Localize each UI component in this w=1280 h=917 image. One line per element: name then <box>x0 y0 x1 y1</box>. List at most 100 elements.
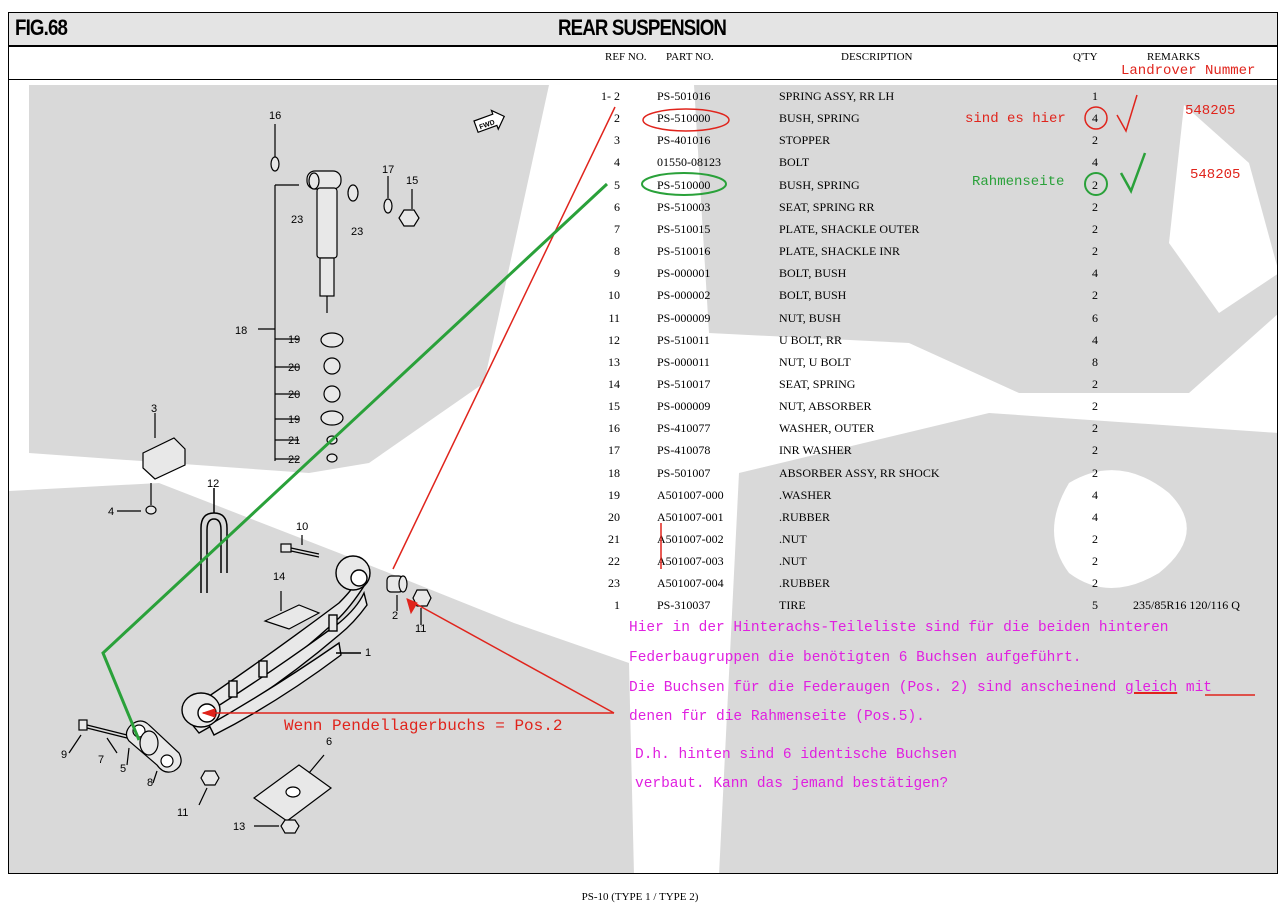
callout: 16 <box>269 110 281 122</box>
page-footer: PS-10 (TYPE 1 / TYPE 2) <box>581 891 699 903</box>
ref-cell: 20 <box>608 509 620 524</box>
description-cell: BOLT, BUSH <box>779 266 847 281</box>
note-line: denen für die Rahmenseite (Pos.5). <box>629 709 925 725</box>
table-row: 10 PS-000002 BOLT, BUSH 2 <box>9 286 1277 308</box>
nut-drawing <box>198 770 300 834</box>
part-no-cell: PS-000001 <box>657 266 711 281</box>
qty-cell: 2 <box>1092 532 1098 546</box>
note-line: Die Buchsen für die Federaugen (Pos. 2) … <box>629 680 1213 696</box>
title-bar: FIG.68 REAR SUSPENSION <box>9 13 1277 47</box>
description-cell: BUSH, SPRING <box>779 111 860 126</box>
description-cell: NUT, BUSH <box>779 310 841 325</box>
qty-cell: 2 <box>1092 376 1098 391</box>
description-cell: PLATE, SHACKLE INR <box>779 244 901 259</box>
ref-cell: 14 <box>608 376 620 391</box>
col-desc-header: DESCRIPTION <box>841 51 913 63</box>
part-no-cell: A501007-001 <box>657 509 724 524</box>
table-row: 14 PS-510017 SEAT, SPRING 2 <box>9 375 1277 397</box>
parts-sheet: FIG.68 REAR SUSPENSION REF NO. PART NO. … <box>8 12 1278 874</box>
landrover-number-row5: 548205 <box>1190 167 1241 183</box>
qty-cell: 2 <box>1092 443 1098 458</box>
ref-cell: 15 <box>608 399 620 414</box>
ref-cell: 6 <box>614 199 620 214</box>
qty-cell: 2 <box>1092 465 1098 480</box>
ref-cell: 13 <box>608 354 620 369</box>
qty-cell: 2 <box>1092 554 1098 569</box>
qty-cell: 2 <box>1092 288 1098 303</box>
part-no-cell: A501007-000 <box>657 487 724 502</box>
part-no-cell: PS-510017 <box>657 376 711 391</box>
callout: 1 <box>365 647 371 659</box>
ref-cell: 11 <box>608 310 620 325</box>
part-no-cell: PS-501016 <box>657 89 711 103</box>
description-cell: TIRE <box>779 598 806 613</box>
qty-cell: 4 <box>1092 332 1098 347</box>
description-cell: SEAT, SPRING <box>779 376 856 391</box>
description-cell: SPRING ASSY, RR LH <box>779 89 895 103</box>
table-header: REF NO. PART NO. DESCRIPTION Q'TY REMARK… <box>9 47 1277 80</box>
qty-cell: 6 <box>1092 310 1098 325</box>
part-no-cell: PS-310037 <box>657 598 711 613</box>
description-cell: WASHER, OUTER <box>779 421 875 436</box>
description-cell: .NUT <box>779 554 807 569</box>
table-row: 1 PS-310037 TIRE 5 235/85R16 120/116 Q <box>9 596 1277 618</box>
underlined-word: gleich <box>1124 680 1178 696</box>
description-cell: PLATE, SHACKLE OUTER <box>779 221 920 236</box>
ref-cell: 16 <box>608 421 620 436</box>
note-line: Federbaugruppen die benötigten 6 Buchsen… <box>629 650 1082 666</box>
part-no-cell: PS-000009 <box>657 310 711 325</box>
ref-cell: 17 <box>608 443 620 458</box>
annotation-pendellager: Wenn Pendellagerbuchs = Pos.2 <box>284 717 563 735</box>
description-cell: BOLT, BUSH <box>779 288 847 303</box>
ref-cell: 8 <box>614 244 620 259</box>
part-no-cell: PS-410077 <box>657 421 711 436</box>
ref-cell: 22 <box>608 554 620 569</box>
ref-cell: 21 <box>608 532 620 546</box>
note-line: verbaut. Kann das jemand bestätigen? <box>635 776 949 792</box>
description-cell: .RUBBER <box>779 576 831 591</box>
part-no-cell: PS-000011 <box>657 354 710 369</box>
ref-cell: 10 <box>608 288 620 303</box>
qty-cell: 5 <box>1092 598 1098 613</box>
qty-cell: 2 <box>1092 576 1098 591</box>
qty-cell: 2 <box>1092 133 1098 148</box>
remarks-cell: 235/85R16 120/116 Q <box>1133 598 1240 613</box>
description-cell: .NUT <box>779 532 807 546</box>
note-line: D.h. hinten sind 6 identische Buchsen <box>635 747 957 763</box>
ref-cell: 1 <box>614 598 620 613</box>
callout: 7 <box>98 754 104 766</box>
qty-cell: 8 <box>1092 354 1098 369</box>
part-no-cell: PS-000002 <box>657 288 711 303</box>
qty-cell: 4 <box>1092 111 1098 126</box>
description-cell: BOLT <box>779 155 810 170</box>
ref-cell: 7 <box>614 221 620 236</box>
part-no-cell: PS-510011 <box>657 332 710 347</box>
ref-cell: 9 <box>614 266 620 281</box>
description-cell: STOPPER <box>779 133 831 148</box>
callout: 8 <box>147 777 153 789</box>
landrover-number-row2: 548205 <box>1185 103 1236 119</box>
ref-cell: 5 <box>614 177 620 192</box>
ref-cell: 12 <box>608 332 620 347</box>
callout: 11 <box>415 623 426 635</box>
table-row: 11 PS-000009 NUT, BUSH 6 <box>9 309 1277 331</box>
landrover-number-header: Landrover Nummer <box>1121 63 1256 79</box>
description-cell: .RUBBER <box>779 509 831 524</box>
part-no-cell: 01550-08123 <box>657 155 721 170</box>
part-no-cell: PS-510000 <box>657 177 711 192</box>
figure-number: FIG.68 <box>15 15 68 40</box>
qty-cell: 2 <box>1092 177 1098 192</box>
